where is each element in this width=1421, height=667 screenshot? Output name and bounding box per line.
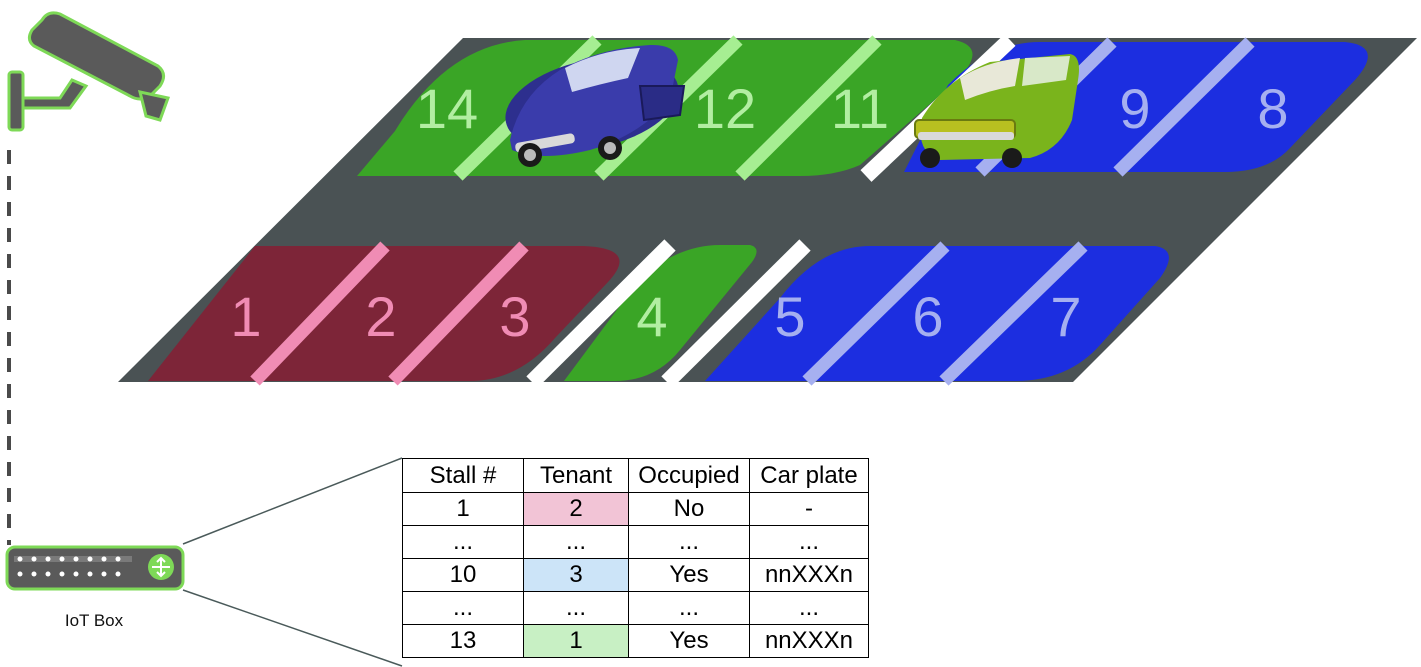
cell-tenant: 2 <box>523 492 629 526</box>
cell-occupied: ... <box>628 525 750 559</box>
cell-tenant: ... <box>523 591 629 625</box>
cell-tenant: ... <box>523 525 629 559</box>
header-occupied: Occupied <box>628 458 750 493</box>
cctv-camera-icon <box>7 11 170 132</box>
top-stall-number-8: 8 <box>1257 77 1288 140</box>
header-stall: Stall # <box>402 458 524 493</box>
cell-occupied: Yes <box>628 624 750 658</box>
cell-occupied: Yes <box>628 558 750 592</box>
cell-stall: 1 <box>402 492 524 526</box>
table-header-row: Stall # Tenant Occupied Car plate <box>402 458 869 493</box>
top-stall-number-9: 9 <box>1119 77 1150 140</box>
cell-plate: - <box>749 492 869 526</box>
bottom-stall-number-1: 1 <box>230 285 261 348</box>
table-row: 10 3 Yes nnXXXn <box>402 558 869 592</box>
table-row: 1 2 No - <box>402 492 869 526</box>
table-row: ... ... ... ... <box>402 525 869 559</box>
green-zone-bottom <box>564 245 757 381</box>
bottom-stall-number-6: 6 <box>912 285 943 348</box>
cell-plate: nnXXXn <box>749 624 869 658</box>
bottom-stall-number-5: 5 <box>774 285 805 348</box>
stall-status-table: Stall # Tenant Occupied Car plate 1 2 No… <box>402 458 869 658</box>
cell-stall: ... <box>402 591 524 625</box>
top-stall-number-12: 12 <box>694 77 756 140</box>
cell-plate: ... <box>749 525 869 559</box>
bottom-stall-number-2: 2 <box>365 285 396 348</box>
cell-stall: 10 <box>402 558 524 592</box>
stall-lines-bottom <box>250 241 1088 386</box>
header-car-plate: Car plate <box>749 458 869 493</box>
header-tenant: Tenant <box>523 458 629 493</box>
cell-tenant: 1 <box>523 624 629 658</box>
cell-plate: ... <box>749 591 869 625</box>
top-stall-number-11: 11 <box>831 77 889 140</box>
cell-occupied: No <box>628 492 750 526</box>
bottom-stall-number-7: 7 <box>1050 285 1081 348</box>
table-row: ... ... ... ... <box>402 591 869 625</box>
bottom-stall-number-3: 3 <box>499 285 530 348</box>
cell-plate: nnXXXn <box>749 558 869 592</box>
green-station-wagon-icon <box>914 54 1079 168</box>
table-connector-top <box>182 457 403 545</box>
cell-occupied: ... <box>628 591 750 625</box>
bottom-stall-number-4: 4 <box>636 285 667 348</box>
top-stall-number-14: 14 <box>416 77 478 140</box>
table-row: 13 1 Yes nnXXXn <box>402 624 869 658</box>
table-connector-bottom <box>182 589 403 667</box>
cell-tenant: 3 <box>523 558 629 592</box>
cell-stall: ... <box>402 525 524 559</box>
blue-sports-car-icon <box>505 44 686 167</box>
cell-stall: 13 <box>402 624 524 658</box>
iot-box-label: IoT Box <box>64 611 124 630</box>
iot-box-icon <box>5 545 185 591</box>
red-zone <box>148 246 620 381</box>
